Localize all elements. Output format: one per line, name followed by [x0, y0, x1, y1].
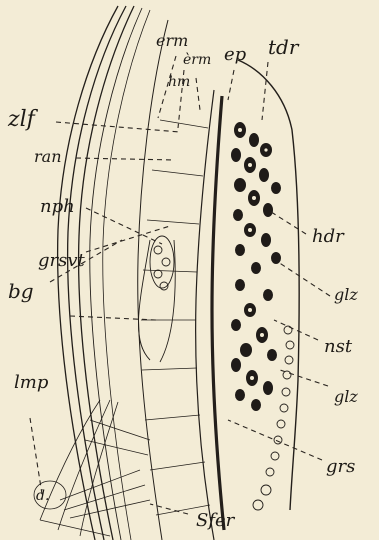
- label-nph: nph: [40, 196, 75, 217]
- label-erm-accent: èrm: [183, 52, 211, 68]
- label-glz-lower: glz: [334, 387, 358, 406]
- label-hdr: hdr: [312, 226, 345, 247]
- label-glz: glz: [334, 285, 358, 304]
- label-zlf: zlf: [7, 107, 39, 132]
- label-grs: grs: [326, 456, 355, 477]
- label-grsvt: grsvt: [38, 250, 86, 271]
- label-bg: bg: [8, 279, 34, 303]
- label-erm: erm: [156, 31, 188, 50]
- label-ep: ep: [224, 44, 247, 65]
- label-sfer: Sfer: [196, 510, 236, 531]
- label-nst: nst: [324, 336, 353, 357]
- label-ran: ran: [34, 147, 62, 166]
- label-hm: hm: [168, 74, 190, 90]
- label-dc: d.: [36, 488, 49, 504]
- label-lmp: lmp: [14, 372, 49, 393]
- label-tdr: tdr: [268, 35, 300, 59]
